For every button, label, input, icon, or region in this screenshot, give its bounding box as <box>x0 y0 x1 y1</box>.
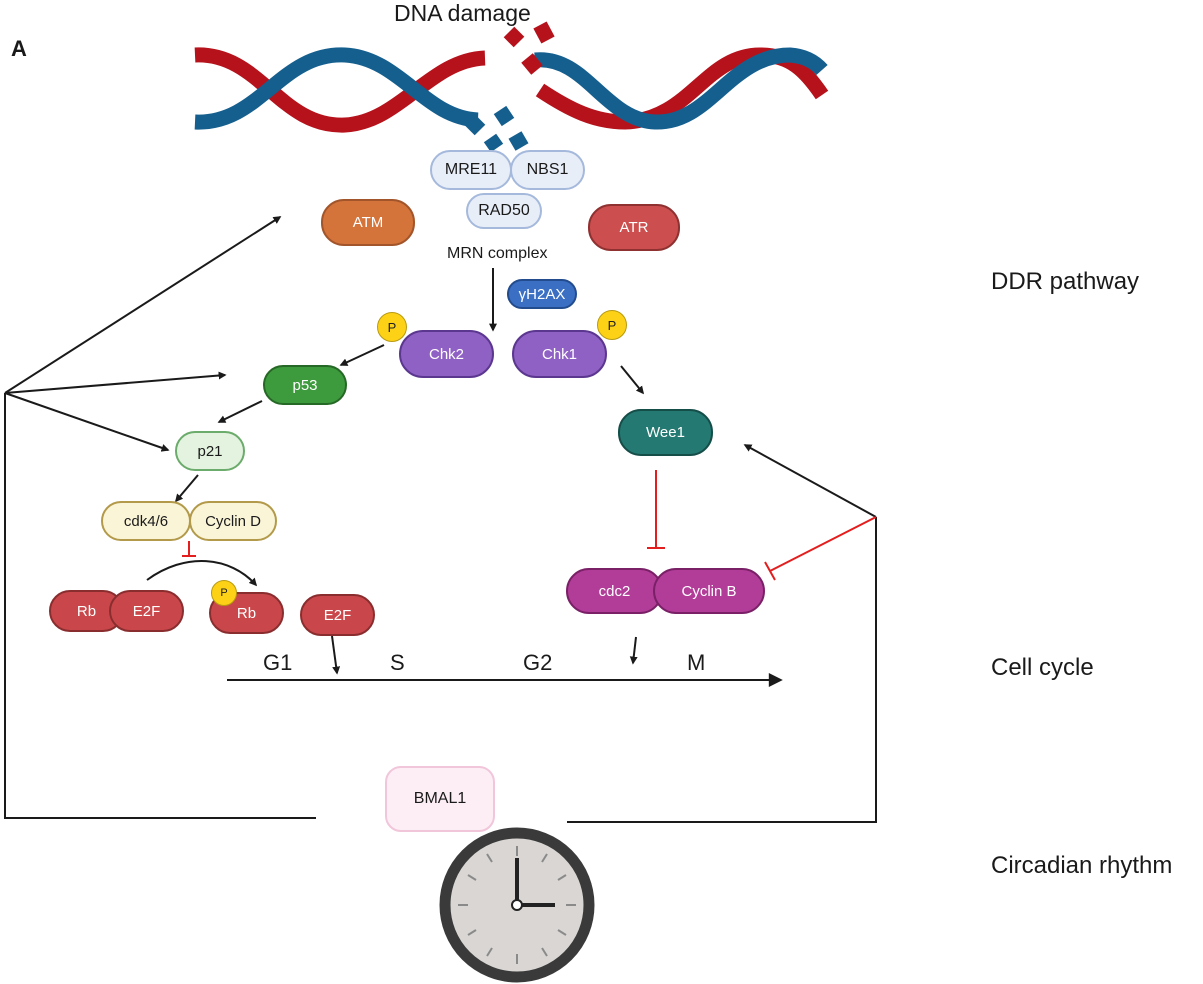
arrows <box>4 216 877 687</box>
phase-g1: G1 <box>263 650 293 675</box>
phase-m: M <box>687 650 706 675</box>
nbs1-node: NBS1 <box>510 150 585 190</box>
inhibit-to-cyclinb <box>769 516 877 572</box>
arrow-chk2-to-p53 <box>339 344 385 366</box>
dna-break-blue-4 <box>508 131 529 151</box>
arrow-m-entry <box>629 636 638 665</box>
atm-node: ATM <box>321 199 415 246</box>
atr-node: ATR <box>588 204 680 251</box>
arrow-to-wee1 <box>743 444 877 518</box>
arrow-rb-phosphorylation <box>146 560 258 587</box>
p21-node: p21 <box>175 431 245 471</box>
inhibit-to-cyclinb-bar <box>764 561 776 581</box>
level-circadian-rhythm: Circadian rhythm <box>991 852 1173 879</box>
dna-break-blue-3 <box>483 133 504 153</box>
arrow-p53-to-p21 <box>217 400 263 423</box>
phase-s: S <box>390 650 405 675</box>
rb-phospho-icon: P <box>211 580 237 606</box>
dna-strand-red-left <box>194 47 486 133</box>
circadian-loop-lines <box>4 393 877 823</box>
dna-break-blue-1 <box>464 114 486 136</box>
dna-break-red-3 <box>521 53 543 75</box>
level-cell-cycle: Cell cycle <box>991 654 1094 681</box>
gh2ax-node: γH2AX <box>507 279 577 309</box>
arrow-g1-entry <box>331 635 341 675</box>
dna-break-red-2 <box>533 21 555 44</box>
arrow-chk1-to-wee1 <box>620 365 645 395</box>
dna-break-red-1 <box>503 26 525 48</box>
panel-label: A <box>11 36 27 61</box>
chk1-node: Chk1 <box>512 330 607 378</box>
arrow-to-p21 <box>4 392 170 452</box>
rb-node: Rb <box>49 590 124 632</box>
inhibition-lines <box>182 470 877 581</box>
chk1-phospho-icon: P <box>597 310 627 340</box>
bmal1-node: BMAL1 <box>385 766 495 832</box>
wee1-node: Wee1 <box>618 409 713 456</box>
level-ddr-pathway: DDR pathway <box>991 268 1140 295</box>
rad50-node: RAD50 <box>466 193 542 229</box>
arrow-to-p53 <box>4 371 227 394</box>
dna-damage-title: DNA damage <box>394 0 531 26</box>
e2f-bound-node: E2F <box>109 590 184 632</box>
dna-strand-blue-right <box>534 47 828 130</box>
dna-double-helix-icon <box>194 21 829 153</box>
dna-break-blue-2 <box>493 105 515 127</box>
loop-line-right <box>567 517 877 823</box>
loop-line-left <box>4 393 316 819</box>
phase-g2: G2 <box>523 650 553 675</box>
dna-strand-red-right <box>535 47 829 130</box>
arrow-p21-to-cdk <box>174 474 199 503</box>
mrn-complex-label: MRN complex <box>447 245 548 262</box>
e2f-free-node: E2F <box>300 594 375 636</box>
dna-strand-blue-left <box>194 47 479 130</box>
cyclin-b-node: Cyclin B <box>653 568 765 614</box>
chk2-node: Chk2 <box>399 330 494 378</box>
p53-node: p53 <box>263 365 347 405</box>
chk2-phospho-icon: P <box>377 312 407 342</box>
cyclin-d-node: Cyclin D <box>189 501 277 541</box>
arrow-to-atm <box>4 216 282 394</box>
cdk46-node: cdk4/6 <box>101 501 191 541</box>
mre11-node: MRE11 <box>430 150 512 190</box>
clock-icon <box>439 827 595 983</box>
cdc2-node: cdc2 <box>566 568 663 614</box>
